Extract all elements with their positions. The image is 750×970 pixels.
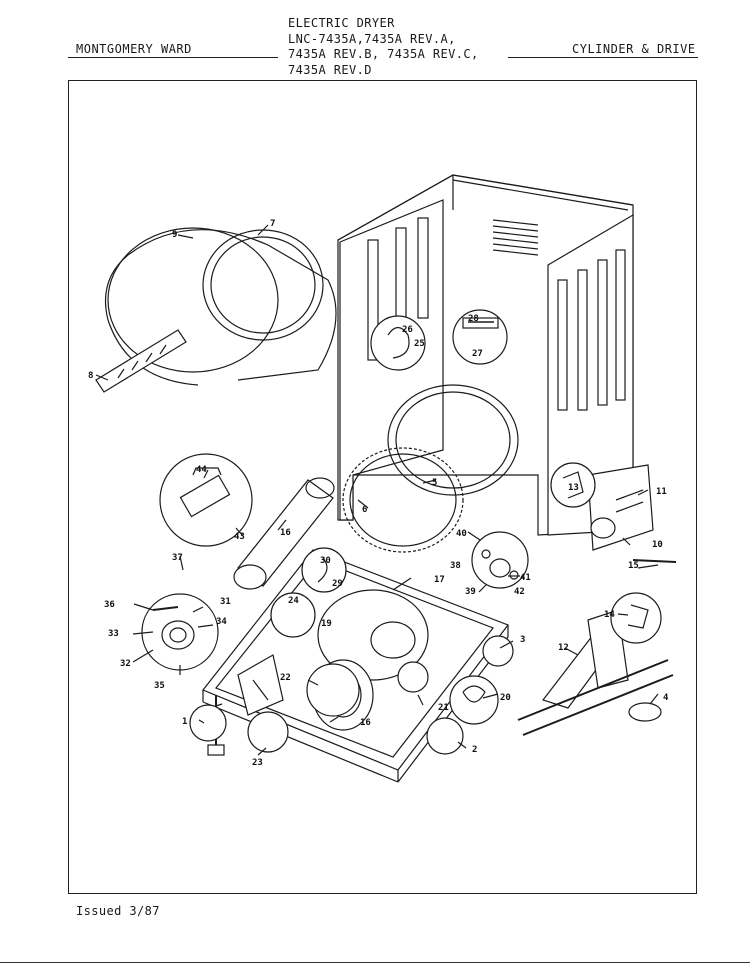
title-line-4: 7435A REV.D [288,62,372,77]
callout-32: 32 [120,659,131,669]
callout-38: 38 [450,561,461,571]
callout-1: 1 [182,717,187,727]
callout-20: 20 [500,693,511,703]
issued-date: Issued 3/87 [76,904,160,918]
callout-35: 35 [154,681,165,691]
callout-27: 27 [472,349,483,359]
callout-17: 17 [434,575,445,585]
callout-12: 12 [558,643,569,653]
diagram-frame [68,80,697,894]
callout-19: 19 [321,619,332,629]
leader-lines [95,224,659,756]
callout-10: 10 [652,540,663,550]
callout-28: 28 [468,314,479,324]
callout-37: 37 [172,553,183,563]
callout-41: 41 [520,573,531,583]
callout-44: 44 [196,465,207,475]
detail-parts [152,317,649,703]
title-line-3: 7435A REV.B, 7435A REV.C, [288,47,479,61]
callout-23: 23 [252,758,263,768]
callout-25: 25 [414,339,425,349]
callout-5: 5 [432,478,437,488]
callout-22: 22 [280,673,291,683]
callout-6: 6 [362,505,367,515]
idler-bracket-drawing [587,464,677,563]
callout-16-duct: 16 [280,528,291,538]
callout-34: 34 [216,617,227,627]
callout-29: 29 [332,579,343,589]
callout-33: 33 [108,629,119,639]
title-line-1: ELECTRIC DRYER [288,16,395,30]
header-rule-left [68,57,278,58]
page-title: ELECTRIC DRYER LNC-7435A,7435A REV.A, 74… [288,16,479,78]
callout-26: 26 [402,325,413,335]
detail-circles [141,309,662,755]
drum-drawing [95,227,337,393]
callout-21: 21 [438,703,449,713]
section-label: CYLINDER & DRIVE [572,42,696,56]
title-line-2: LNC-7435A,7435A REV.A, [288,31,456,46]
callout-11: 11 [656,487,667,497]
header-rule-right [508,57,698,58]
callout-labels: 1 2 3 4 5 6 7 8 9 10 11 12 13 14 15 16 1… [88,219,669,768]
duct-drawing [233,477,335,590]
callout-8: 8 [88,371,93,381]
callout-3: 3 [520,635,525,645]
brand-label: MONTGOMERY WARD [76,42,192,56]
callout-4: 4 [663,693,669,703]
callout-16-seal: 16 [360,718,371,728]
callout-40: 40 [456,529,467,539]
callout-14: 14 [604,610,615,620]
callout-31: 31 [220,597,231,607]
callout-43: 43 [234,532,245,542]
callout-30: 30 [320,556,331,566]
callout-7: 7 [270,219,275,229]
callout-39: 39 [465,587,476,597]
exploded-parts-diagram: 1 2 3 4 5 6 7 8 9 10 11 12 13 14 15 16 1… [88,174,677,783]
callout-36: 36 [104,600,115,610]
callout-15: 15 [628,561,639,571]
callout-9: 9 [172,230,177,240]
callout-24: 24 [288,596,299,606]
bottom-rule [0,962,750,963]
callout-13: 13 [568,483,579,493]
callout-2: 2 [472,745,477,755]
motor-mount-drawing [517,609,674,736]
callout-42: 42 [514,587,525,597]
